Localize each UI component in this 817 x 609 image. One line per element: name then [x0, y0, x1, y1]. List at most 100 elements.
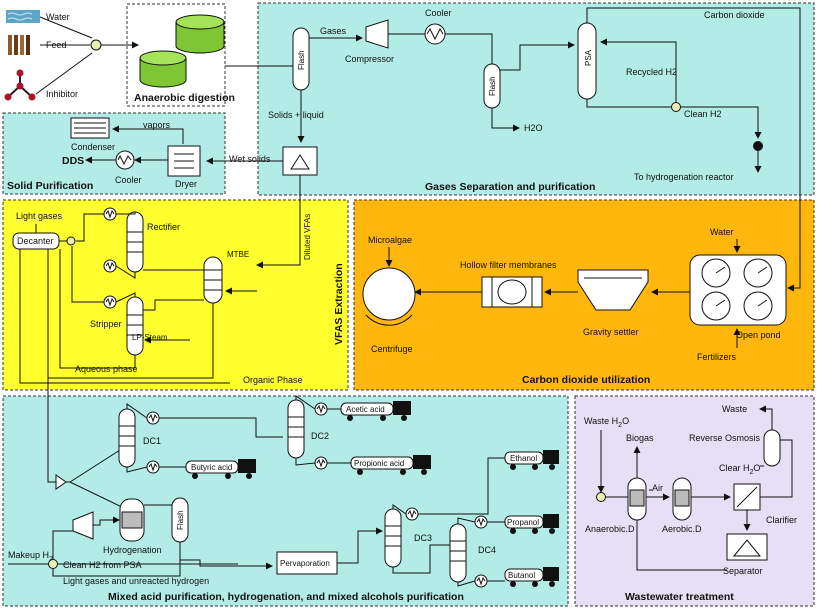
vapors-label: vapors [143, 120, 171, 130]
ww-mixer [596, 492, 606, 502]
solids-liquid-label: Solids + liquid [268, 110, 324, 120]
inhibitor-label: Inhibitor [46, 89, 78, 99]
dc3-label: DC3 [414, 533, 432, 543]
anaerobic-digestion-title: Anaerobic digestion [134, 92, 235, 104]
clean-h2-label: Clean H2 [684, 109, 722, 119]
dc1-label: DC1 [143, 436, 161, 446]
cooler-label: Cooler [425, 8, 452, 18]
light-unreacted-label: Light gases and unreacted hydrogen [63, 576, 209, 586]
aerobic-d-label: Aerobic.D [662, 524, 702, 534]
h2-outlet-node [753, 141, 763, 151]
gravity-settler-label: Gravity settler [583, 327, 639, 337]
acetic-acid-truck: Acetic acid [340, 401, 411, 421]
ethanol-label: Ethanol [510, 454, 537, 463]
solid-section-title: Solid Purification [7, 180, 93, 192]
settler-tank [282, 146, 318, 176]
compressor-1 [365, 19, 389, 49]
co2-water-label: Water [710, 227, 734, 237]
feed-icon [8, 35, 30, 55]
waste-label: Waste [722, 404, 747, 414]
co2-section-title: Carbon dioxide utilization [522, 374, 650, 386]
air-label: Air [652, 483, 663, 493]
water-label: Water [46, 12, 70, 22]
dc2-column [287, 399, 305, 459]
dc1-column [118, 408, 136, 468]
ethanol-truck: Ethanol [504, 450, 559, 470]
propionic-acid-truck: Propionic acid [350, 455, 431, 475]
gases-section-title: Gases Separation and purification [425, 181, 595, 193]
wet-solids-label: Wet solids [229, 154, 271, 164]
gravity-settler [577, 269, 649, 311]
inhibitor-icon [4, 69, 36, 101]
flash-3-label: Flash [176, 510, 185, 530]
flash-1-label: Flash [297, 50, 306, 70]
mixed-section-title: Mixed acid purification, hydrogenation, … [108, 591, 464, 603]
butyric-acid-label: Butyric acid [191, 463, 232, 472]
anaerobic-d-label: Anaerobic.D [585, 524, 635, 534]
stripper-label: Stripper [90, 319, 122, 329]
gases-section-box [257, 2, 815, 196]
input-mixer [90, 39, 102, 51]
wastewater-section-box [574, 395, 815, 607]
dc4-column [449, 523, 467, 583]
rectifier-label: Rectifier [147, 222, 180, 232]
separator-label: Separator [723, 566, 763, 576]
dc3-column [384, 508, 402, 568]
recycled-h2-label: Recycled H2 [626, 67, 677, 77]
light-gases-label: Light gases [16, 211, 63, 221]
stripper-column [126, 296, 144, 356]
solid-cooler-label: Cooler [115, 175, 142, 185]
makeup-mixer [48, 559, 58, 569]
dryer-label: Dryer [175, 179, 197, 189]
dds-label: DDS [62, 155, 84, 167]
carbon-dioxide-label: Carbon dioxide [704, 10, 765, 20]
psa-label: PSA [584, 49, 593, 66]
wastewater-section-title: Wastewater treatment [625, 591, 734, 603]
h2o-label: H2O [524, 123, 543, 133]
lp-steam-label: LP-Steam [132, 333, 168, 342]
hollow-filter-label: Hollow filter membranes [460, 260, 557, 270]
butanol-truck: Butanol [504, 567, 559, 587]
microalgae-label: Microalgae [368, 235, 412, 245]
waste-h2o-label: Waste H2O [584, 416, 629, 429]
reverse-osmosis-label: Reverse Osmosis [689, 433, 761, 443]
compressor-2 [72, 511, 94, 540]
centrifuge [362, 267, 416, 321]
to-reactor-label: To hydrogenation reactor [634, 172, 734, 182]
vfas-mixer [66, 236, 76, 246]
condenser-label: Condenser [71, 142, 115, 152]
acetic-acid-label: Acetic acid [346, 405, 385, 414]
clarifier-label: Clarifier [766, 515, 797, 525]
digester-tank-icon [139, 14, 225, 88]
dc2-label: DC2 [311, 431, 329, 441]
pervaporation-label: Pervaporation [280, 559, 330, 568]
butanol-label: Butanol [508, 571, 535, 580]
centrifuge-label: Centrifuge [371, 344, 413, 354]
cooler-1 [424, 23, 446, 45]
propionic-acid-label: Propionic acid [354, 459, 404, 468]
open-pond-label: Open pond [736, 330, 781, 340]
butyric-acid-truck: Butyric acid [185, 459, 256, 479]
reverse-osmosis-unit [763, 429, 781, 467]
compressor-label: Compressor [345, 54, 394, 64]
vfas-section-title: VFAS Extraction [333, 263, 345, 345]
organic-phase-label: Organic Phase [243, 375, 303, 385]
propanol-truck: Propanol [504, 514, 559, 534]
fertilizers-label: Fertilizers [697, 352, 737, 362]
propanol-label: Propanol [507, 518, 539, 527]
aqueous-phase-label: Aqueous phase [75, 364, 138, 374]
clean-h2-psa-label: Clean H2 from PSA [63, 560, 142, 570]
biogas-label: Biogas [626, 433, 654, 443]
cooler-2 [115, 150, 135, 170]
gases-label: Gases [320, 26, 347, 36]
clear-h2o-label: Clear H2O [719, 463, 760, 476]
dc4-label: DC4 [478, 545, 496, 555]
pond-paddle-icons [701, 258, 773, 321]
flash-2-label: Flash [488, 76, 497, 96]
water-icon [6, 10, 40, 23]
hydrogenation-label: Hydrogenation [103, 545, 162, 555]
diluted-vfas-label: Diluted VFAs [303, 214, 312, 260]
h2-splitter [671, 102, 681, 112]
